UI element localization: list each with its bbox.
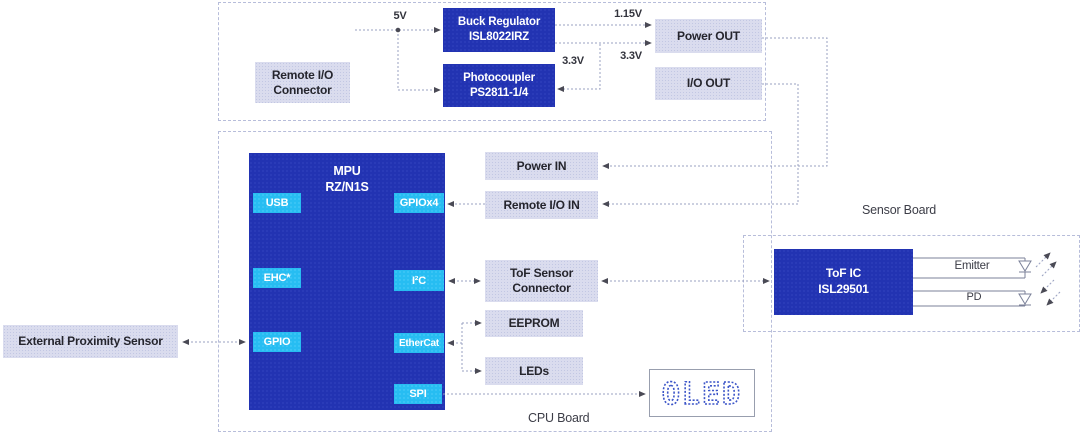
tof-ic-box: ToF IC ISL29501 <box>774 249 913 315</box>
mpu-port-spi: SPI <box>394 384 442 404</box>
power-out-label: Power OUT <box>677 28 740 43</box>
tof-sensor-connector-box: ToF Sensor Connector <box>485 260 598 302</box>
cpu-board-frame <box>218 131 772 432</box>
eeprom-box: EEPROM <box>485 310 583 337</box>
pd-label: PD <box>966 291 982 303</box>
mpu-port-gpio: GPIO <box>253 332 301 352</box>
buck-regulator-label-2: ISL8022IRZ <box>469 31 529 43</box>
mpu-label-1: MPU <box>333 164 361 178</box>
photocoupler-label-2: PS2811-1/4 <box>469 86 529 99</box>
photocoupler-label-1: Photocoupler <box>463 71 535 84</box>
sensor-board-caption: Sensor Board <box>862 203 937 217</box>
mpu-port-ethercat: EtherCat <box>394 333 444 353</box>
leds-box: LEDs <box>485 357 583 385</box>
remote-io-in-label: Remote I/O IN <box>503 197 580 212</box>
power-out-box: Power OUT <box>655 19 762 53</box>
io-out-label: I/O OUT <box>686 76 731 90</box>
mpu-port-ehc: EHC* <box>253 268 301 288</box>
leds-label: LEDs <box>519 363 549 378</box>
mpu-port-gpiox4: GPIOx4 <box>394 193 444 213</box>
tof-ic-label-2: ISL29501 <box>818 282 869 296</box>
oled-text: OLED <box>662 377 742 412</box>
external-proximity-sensor-label: External Proximity Sensor <box>18 334 163 348</box>
photocoupler-box: Photocoupler PS2811-1/4 <box>443 64 555 107</box>
mpu-port-usb: USB <box>253 193 301 213</box>
mpu-port-i2c: I²C <box>394 270 444 291</box>
voltage-1-15v-label: 1.15V <box>614 8 642 20</box>
remote-io-connector-box: Remote I/O Connector <box>255 62 350 103</box>
mpu-label-2: RZ/N1S <box>325 180 369 195</box>
remote-io-in-box: Remote I/O IN <box>485 191 598 219</box>
power-in-label: Power IN <box>516 158 567 173</box>
tof-ic-label-1: ToF IC <box>825 266 862 281</box>
external-proximity-sensor-box: External Proximity Sensor <box>3 325 178 358</box>
io-out-box: I/O OUT <box>655 67 762 100</box>
tof-sensor-connector-label-1: ToF Sensor <box>509 266 574 280</box>
remote-io-connector-label-1: Remote I/O <box>271 67 334 82</box>
emitter-label: Emitter <box>954 260 990 272</box>
remote-io-connector-label-2: Connector <box>273 82 332 97</box>
voltage-3-3v-out-label: 3.3V <box>620 50 642 62</box>
eeprom-label: EEPROM <box>508 316 560 330</box>
buck-regulator-box: Buck Regulator ISL8022IRZ <box>443 8 555 52</box>
buck-regulator-label-1: Buck Regulator <box>457 16 541 29</box>
power-in-box: Power IN <box>485 152 598 180</box>
oled-display-glyph: OLED <box>661 376 742 413</box>
cpu-board-caption: CPU Board <box>528 411 590 425</box>
tof-sensor-connector-label-2: Connector <box>512 281 571 295</box>
voltage-5v-label: 5V <box>393 10 407 22</box>
voltage-3-3v-photo-label: 3.3V <box>562 55 584 67</box>
oled-display: OLED <box>649 369 755 417</box>
